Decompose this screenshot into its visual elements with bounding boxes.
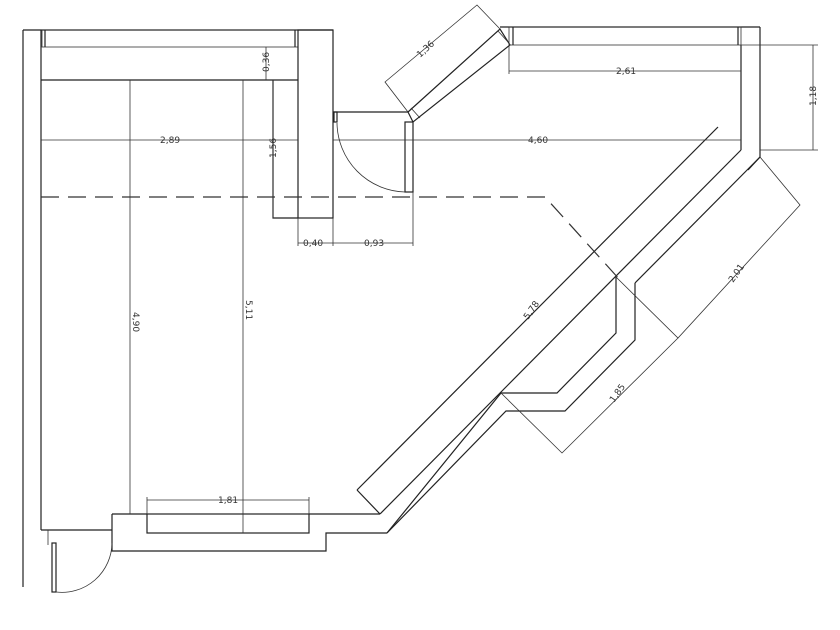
- dim-1-85: 1,85: [608, 383, 628, 405]
- bottom-wall: [111, 513, 387, 552]
- dim-0-93: 0,93: [364, 239, 384, 249]
- dim-1-36: 1,36: [415, 39, 437, 60]
- top-right-wall: [500, 26, 761, 171]
- dim-5-78: 5,78: [522, 299, 542, 321]
- dim-4-60: 4,60: [528, 136, 548, 146]
- dim-0-36: 0,36: [262, 52, 272, 72]
- dim-1-81: 1,81: [218, 496, 238, 506]
- dim-0-40: 0,40: [303, 239, 323, 249]
- diagonal-wall: [356, 126, 761, 534]
- dim-4-90: 4,90: [130, 312, 140, 332]
- left-wall: [22, 30, 112, 587]
- dim-2-89: 2,89: [160, 136, 180, 146]
- angled-window: [407, 28, 511, 123]
- dimension-lines: [41, 4, 818, 533]
- dim-1-56: 1,56: [269, 138, 279, 158]
- column: [272, 29, 334, 219]
- top-left-wall: [23, 29, 333, 81]
- dashed-outline: [41, 196, 621, 281]
- bottom-door: [47, 530, 113, 593]
- top-door: [333, 111, 414, 193]
- dim-2-61: 2,61: [616, 67, 636, 77]
- dim-1-18: 1,18: [809, 86, 819, 106]
- dim-5-11: 5,11: [243, 300, 253, 320]
